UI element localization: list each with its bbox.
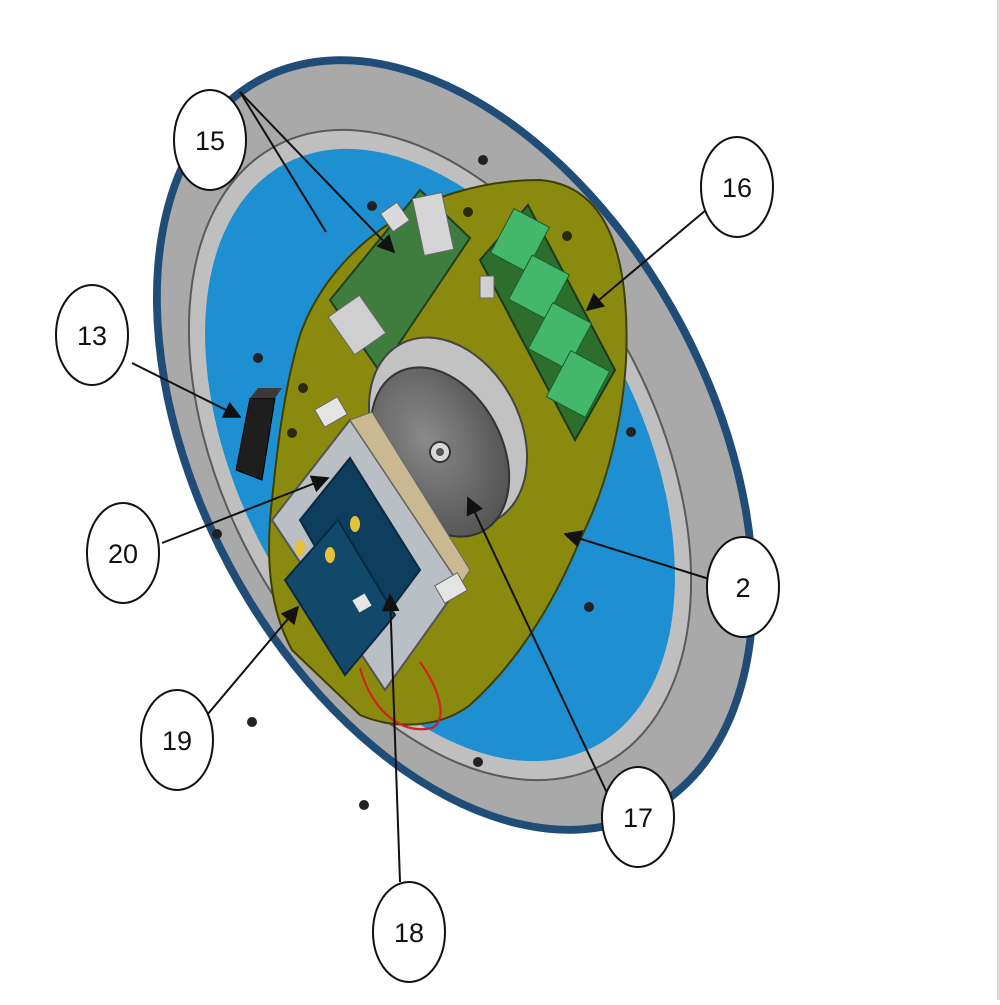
- battery-label: [352, 593, 372, 613]
- callout-13: 13: [55, 284, 129, 386]
- rim-screw: [584, 602, 594, 612]
- plate-screw: [287, 428, 297, 438]
- connector-block-top: [250, 388, 282, 398]
- callout-label: 18: [394, 918, 424, 948]
- leader-13: [131, 362, 242, 418]
- callout-20: 20: [86, 502, 160, 604]
- page-edge: [997, 0, 1000, 1000]
- callout-label: 15: [195, 126, 225, 156]
- frame-clip: [434, 572, 468, 604]
- callout-label: 17: [623, 803, 653, 833]
- leader-19: [206, 605, 300, 716]
- callout-circle: [706, 536, 780, 638]
- red-wire: [358, 661, 442, 731]
- pcb-connector: [327, 294, 387, 356]
- connector-tab: [479, 275, 495, 299]
- callout-circle: [700, 136, 774, 238]
- plate-screw: [562, 231, 572, 241]
- rim-screw: [626, 427, 636, 437]
- rim-screw: [253, 353, 263, 363]
- leader-18: [381, 593, 401, 883]
- callout-18: 18: [372, 881, 446, 983]
- callout-label: 13: [77, 321, 107, 351]
- battery-terminal: [325, 547, 335, 563]
- battery-terminal: [350, 516, 360, 532]
- rim-screw: [212, 529, 222, 539]
- leader-15a: [239, 91, 396, 254]
- circuit-board-15: [327, 188, 472, 374]
- terminal-block: [545, 350, 611, 418]
- terminal-block: [527, 302, 593, 370]
- plate-screw: [463, 207, 473, 217]
- callout-17: 17: [601, 766, 675, 868]
- callout-label: 16: [722, 173, 752, 203]
- speaker-center-hole: [436, 448, 444, 456]
- frame-sleeve: [349, 411, 471, 586]
- battery-terminal: [295, 540, 305, 556]
- pcb-port: [379, 201, 411, 233]
- callout-15: 15: [173, 89, 247, 191]
- rim-screw: [367, 201, 377, 211]
- callout-16: 16: [700, 136, 774, 238]
- callout-circle: [55, 284, 129, 386]
- plate-screw: [298, 383, 308, 393]
- rim-screw: [247, 717, 257, 727]
- callout-circle: [173, 89, 247, 191]
- rim-screw: [359, 800, 369, 810]
- pcb-chip: [411, 191, 455, 257]
- rim-screw: [473, 757, 483, 767]
- terminal-block: [489, 207, 551, 273]
- callout-circle: [140, 689, 214, 791]
- rim-screw: [478, 155, 488, 165]
- leader-17: [466, 496, 609, 796]
- frame-clip: [314, 396, 348, 428]
- battery-body: [283, 518, 397, 677]
- callout-19: 19: [140, 689, 214, 791]
- battery-module-19: [283, 516, 397, 677]
- callout-2: 2: [706, 536, 780, 638]
- leader-lines: [131, 91, 723, 883]
- leader-2: [563, 530, 723, 584]
- leader-15b: [239, 91, 327, 233]
- connector-block-13: [235, 388, 282, 481]
- callout-circle: [601, 766, 675, 868]
- leader-20: [161, 475, 330, 544]
- leader-16: [585, 209, 707, 312]
- callout-label: 19: [162, 726, 192, 756]
- callout-circle: [372, 881, 446, 983]
- callout-label: 2: [735, 573, 750, 603]
- callout-label: 20: [108, 539, 138, 569]
- callout-circle: [86, 502, 160, 604]
- connector-module-16: [478, 203, 617, 443]
